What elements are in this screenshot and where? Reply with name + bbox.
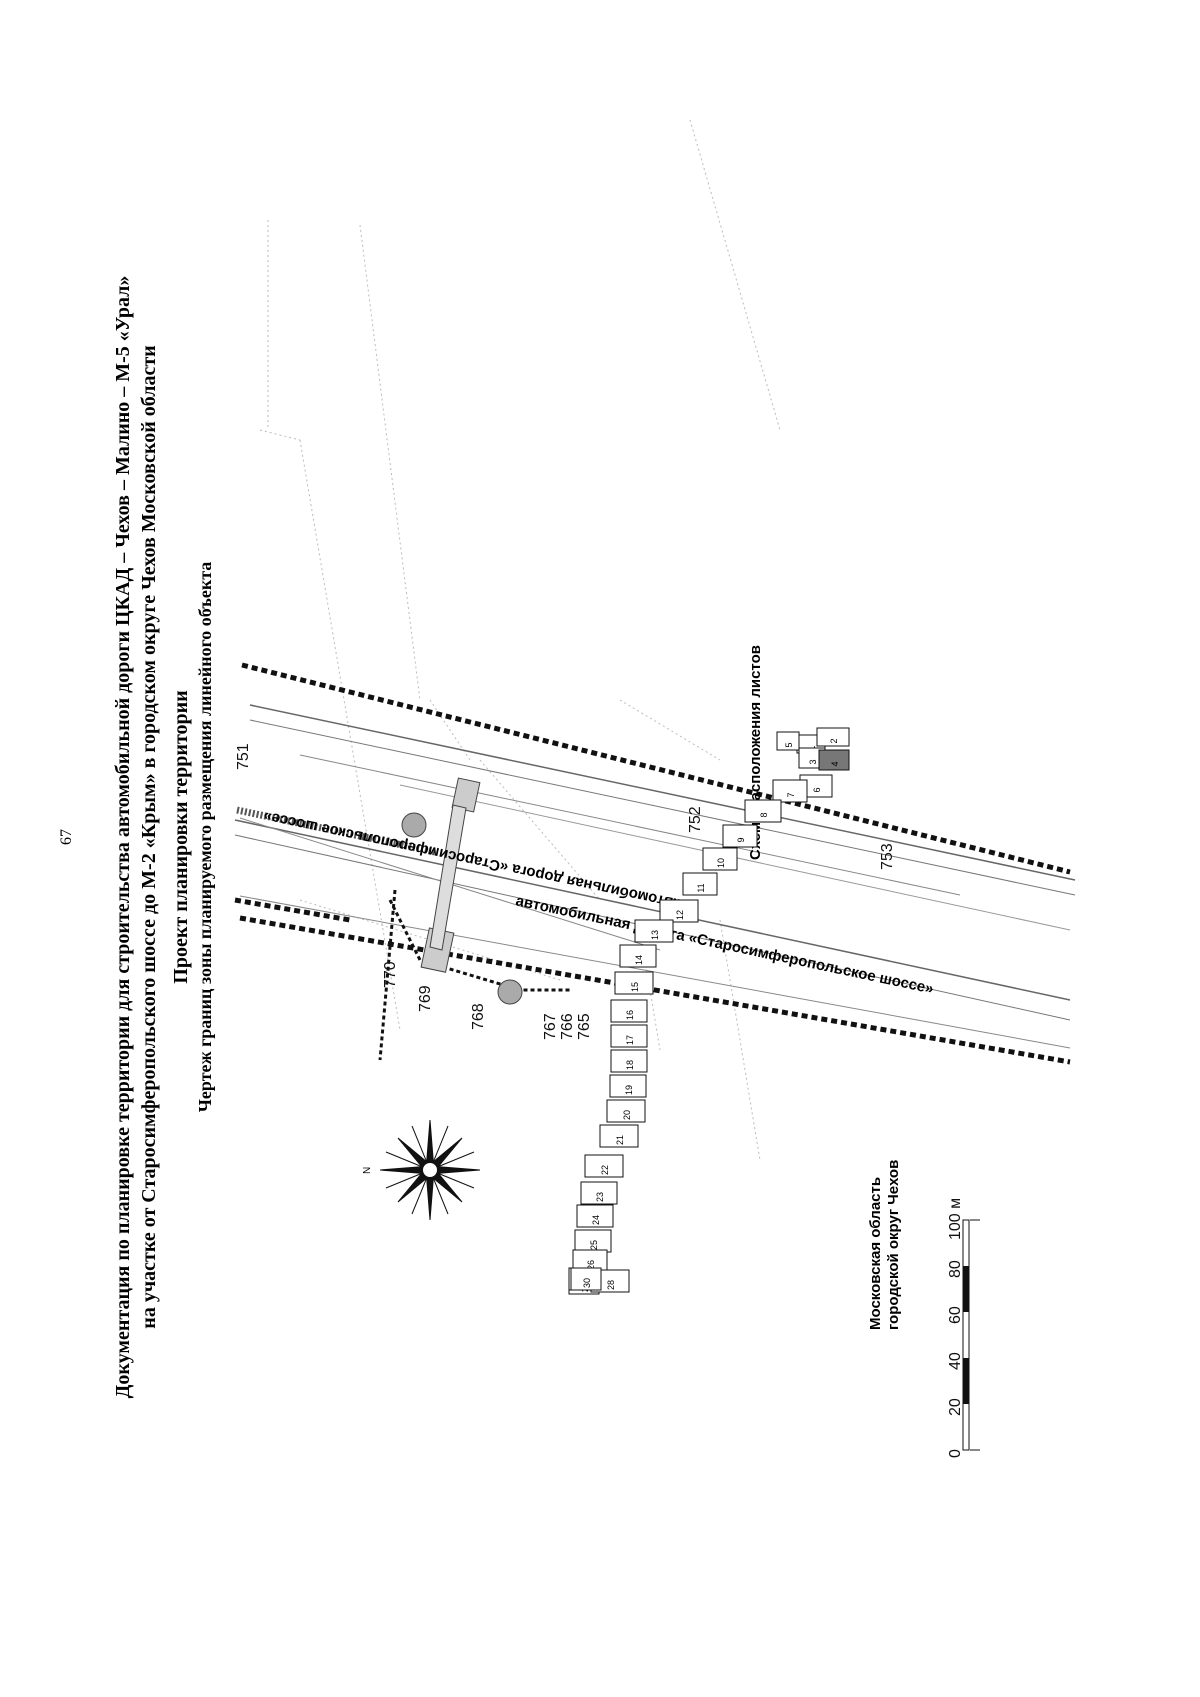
sheet-box-12 bbox=[659, 899, 699, 923]
sheet-label-23: 23 bbox=[595, 1192, 605, 1202]
sheet-box-11 bbox=[682, 872, 718, 896]
sheet-label-26: 26 bbox=[586, 1260, 596, 1270]
sheet-box-21 bbox=[599, 1124, 639, 1148]
sheet-scheme: 1234567891011121314151617181920212223242… bbox=[568, 727, 850, 1295]
road-label-lower-visible: автомобильная дорога «Старосимферопольск… bbox=[514, 892, 935, 997]
scale-tick-80: 80 bbox=[947, 1260, 964, 1278]
point-label-765: 765 bbox=[576, 1013, 593, 1040]
sheet-label-7: 7 bbox=[786, 792, 796, 797]
hatched-structures bbox=[401, 777, 523, 1005]
sheet-box-30 bbox=[570, 1267, 602, 1291]
scale-tick-100: 100 м bbox=[947, 1198, 964, 1240]
road-edges bbox=[234, 704, 1076, 1049]
point-label-770: 770 bbox=[382, 961, 399, 988]
sheet-label-19: 19 bbox=[624, 1085, 634, 1095]
point-label-751: 751 bbox=[235, 743, 252, 770]
scale-tick-60: 60 bbox=[947, 1306, 964, 1324]
scale-bar bbox=[962, 1219, 980, 1451]
sheet-label-28: 28 bbox=[606, 1280, 616, 1290]
compass-north-label: N bbox=[362, 1167, 373, 1174]
sheet-box-22 bbox=[584, 1154, 624, 1178]
scale-tick-20: 20 bbox=[947, 1398, 964, 1416]
region-line-1: Московская область bbox=[867, 1177, 884, 1330]
sheet-box-5 bbox=[776, 731, 800, 751]
point-label-769: 769 bbox=[417, 985, 434, 1012]
sheet-box-17 bbox=[610, 1024, 648, 1048]
scale-tick-0: 0 bbox=[947, 1449, 964, 1458]
sheet-label-17: 17 bbox=[625, 1035, 635, 1045]
sheet-label-18: 18 bbox=[625, 1060, 635, 1070]
sheet-box-2 bbox=[816, 727, 850, 747]
region-line-2: городской округ Чехов bbox=[885, 1160, 902, 1330]
sheet-label-10: 10 bbox=[716, 858, 726, 868]
sheet-label-24: 24 bbox=[591, 1215, 601, 1225]
sheet-box-14 bbox=[619, 944, 657, 968]
sheet-label-11: 11 bbox=[696, 883, 706, 892]
sheet-label-13: 13 bbox=[650, 930, 660, 940]
sheet-label-4: 4 bbox=[830, 761, 840, 766]
point-label-767: 767 bbox=[542, 1013, 559, 1040]
sheet-box-13 bbox=[634, 919, 674, 943]
sheet-label-30: 30 bbox=[582, 1278, 592, 1288]
sheet-label-22: 22 bbox=[600, 1165, 610, 1175]
background-faint-lines bbox=[259, 119, 781, 1161]
planned-zone-boundary bbox=[234, 662, 1071, 1065]
sheet-box-7 bbox=[772, 779, 808, 803]
sheet-label-6: 6 bbox=[812, 787, 822, 792]
sheet-box-4 bbox=[818, 749, 850, 771]
sheet-label-5: 5 bbox=[784, 742, 794, 747]
boundary-connector bbox=[378, 889, 570, 1061]
sheet-box-16 bbox=[610, 999, 648, 1023]
point-label-768: 768 bbox=[470, 1003, 487, 1030]
sheet-label-15: 15 bbox=[630, 982, 640, 992]
sheet-box-15 bbox=[614, 971, 654, 995]
point-label-752: 752 bbox=[687, 806, 704, 833]
sheet-label-25: 25 bbox=[589, 1240, 599, 1250]
boundary-point-labels: 751 752 753 770 769 768 767 766 765 bbox=[235, 743, 896, 1040]
scale-ticks: 0 20 40 60 80 100 м bbox=[947, 1198, 964, 1458]
sheet-box-10 bbox=[702, 847, 738, 871]
sheet-label-2: 2 bbox=[829, 738, 839, 743]
sheet-box-18 bbox=[610, 1049, 648, 1073]
sheet-box-8 bbox=[744, 799, 782, 823]
sheet-box-19 bbox=[609, 1074, 647, 1098]
sheet-label-14: 14 bbox=[634, 955, 644, 965]
compass-rose-icon: N bbox=[362, 1119, 481, 1221]
sheet-label-3: 3 bbox=[808, 759, 818, 764]
sheet-box-23 bbox=[580, 1181, 618, 1205]
sheet-label-12: 12 bbox=[675, 910, 685, 920]
sheet-box-9 bbox=[722, 824, 758, 848]
sheet-box-24 bbox=[576, 1204, 614, 1228]
sheet-box-20 bbox=[606, 1099, 646, 1123]
sheet-label-21: 21 bbox=[615, 1135, 625, 1145]
point-label-753: 753 bbox=[879, 843, 896, 870]
scale-tick-40: 40 bbox=[947, 1352, 964, 1370]
sheet-label-16: 16 bbox=[625, 1010, 635, 1020]
sheet-label-20: 20 bbox=[622, 1110, 632, 1120]
point-label-766: 766 bbox=[559, 1013, 576, 1040]
sheet-label-8: 8 bbox=[759, 812, 769, 817]
sheet-label-9: 9 bbox=[736, 837, 746, 842]
